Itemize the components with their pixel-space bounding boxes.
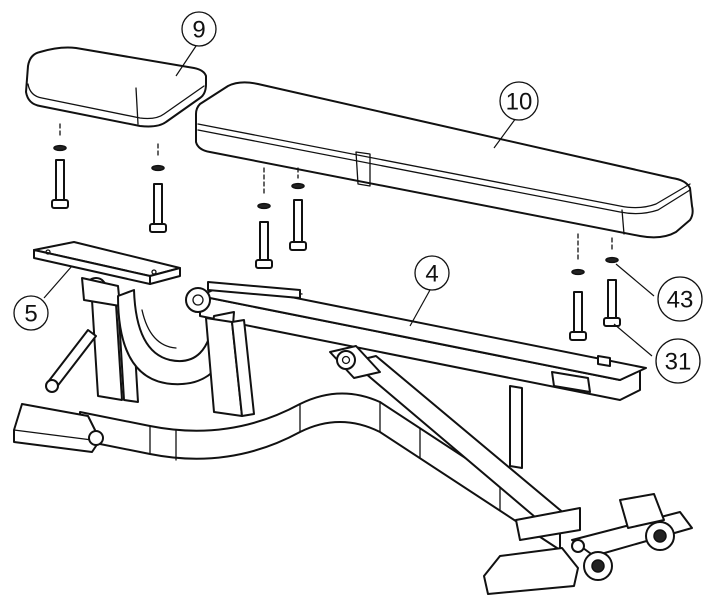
callout-31-label: 31	[665, 349, 692, 376]
hardware	[51, 123, 621, 341]
main-upright	[205, 317, 255, 417]
callout-5: 5	[13, 295, 49, 331]
seat-pad	[25, 46, 207, 128]
callout-10: 10	[499, 81, 539, 121]
callout-10-label: 10	[506, 89, 533, 116]
callout-31: 31	[655, 338, 701, 384]
back-support-arm	[185, 281, 647, 469]
callout-4: 4	[414, 255, 450, 291]
callout-9-label: 9	[192, 17, 205, 44]
callout-43: 43	[657, 276, 703, 322]
back-pad	[195, 81, 694, 239]
callout-9: 9	[181, 11, 217, 47]
callout-5-label: 5	[24, 301, 37, 328]
rear-foot	[483, 493, 693, 595]
callout-43-label: 43	[667, 287, 694, 314]
front-foot	[13, 403, 104, 453]
adjustment-strut	[329, 345, 581, 541]
seat-support-plate	[33, 241, 181, 285]
callout-leaders	[43, 45, 655, 357]
callout-4-label: 4	[425, 261, 438, 288]
